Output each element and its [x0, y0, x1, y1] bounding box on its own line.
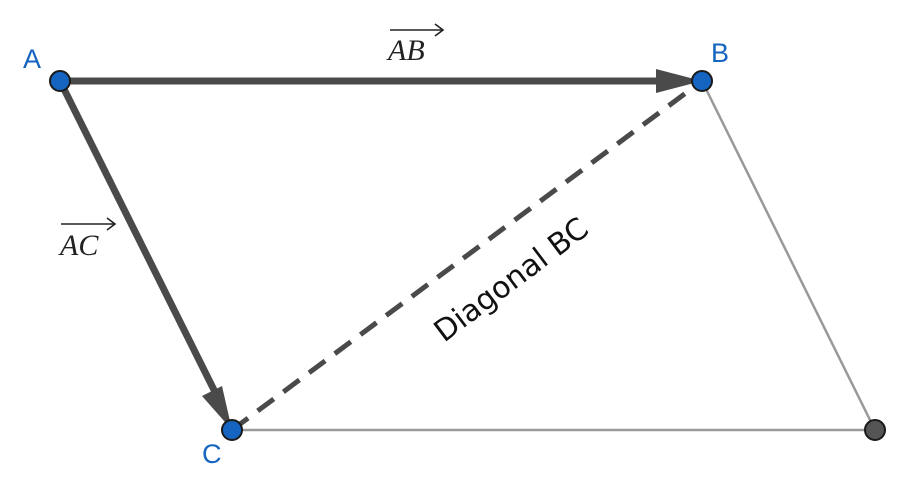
vector-ab-overarrow-head	[434, 23, 445, 37]
point-a-label: A	[23, 44, 41, 74]
vector-ac-shaft	[56, 79, 220, 396]
point-d[interactable]	[864, 419, 886, 441]
point-b-label: B	[711, 38, 729, 68]
vector-ac-arrowhead	[202, 386, 232, 430]
point-c-label: C	[202, 439, 222, 469]
point-c[interactable]	[221, 419, 243, 441]
vector-ac-label-group: AC	[58, 217, 117, 262]
diagonal-bc-line	[230, 78, 704, 433]
vector-ab-arrowhead	[656, 69, 702, 93]
point-a[interactable]	[49, 70, 71, 92]
vector-ac-label: AC	[58, 229, 99, 262]
vector-ab-label-group: AB	[386, 23, 445, 67]
vector-ac-overarrow-head	[106, 217, 117, 231]
side-b-d	[700, 80, 877, 431]
diagonal-bc-label: Diagonal BC	[428, 211, 596, 349]
point-b[interactable]	[691, 70, 713, 92]
vector-ab-label: AB	[386, 34, 425, 67]
